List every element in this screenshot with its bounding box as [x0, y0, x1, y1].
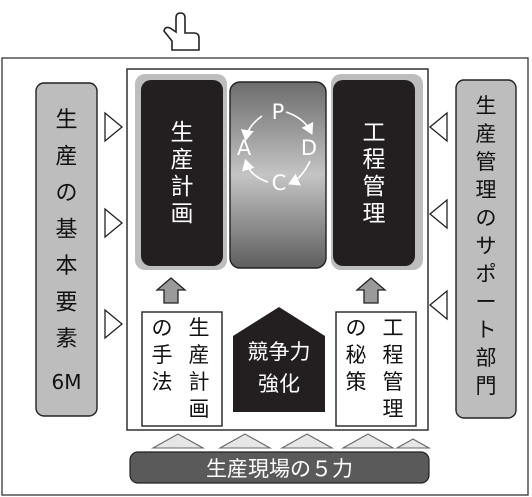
- secret-char: 理: [383, 397, 404, 421]
- pointing-hand-cursor-icon: [163, 12, 200, 51]
- method-box: [141, 311, 223, 427]
- control-char: 理: [363, 201, 386, 227]
- up-arrow-right: [355, 277, 387, 304]
- chevron-right-icon: [104, 111, 124, 143]
- secret-char: の: [346, 316, 367, 340]
- competitiveness-line1: 競争力: [248, 340, 311, 364]
- left-pillar-char: 産: [55, 145, 77, 170]
- right-pillar-char: ポ: [476, 262, 497, 286]
- planning-block: [141, 80, 223, 266]
- right-pillar-char: 生: [476, 94, 497, 118]
- right-pillar-char: 管: [476, 150, 497, 174]
- left-pillar-char: 要: [55, 291, 77, 316]
- secret-char: 工: [383, 316, 404, 340]
- cycle-arrows-icon: [241, 111, 314, 186]
- secret-char: 秘: [346, 343, 367, 367]
- right-pillar-char: サ: [476, 234, 497, 258]
- chevron-right-icon: [104, 207, 124, 239]
- left-inflow-arrows: [104, 111, 124, 340]
- secret-char: 管: [383, 370, 404, 394]
- right-pillar-char: 門: [476, 374, 497, 398]
- right-pillar-char: の: [476, 206, 497, 230]
- competitiveness-line2: 強化: [258, 372, 300, 396]
- pdca-letter-p: P: [272, 100, 285, 124]
- secret-char: 策: [346, 370, 367, 394]
- chevron-up-icon: [394, 438, 432, 449]
- right-pillar-char: ト: [476, 318, 497, 342]
- pdca-letter-a: A: [237, 136, 252, 160]
- left-pillar-char: の: [55, 181, 77, 206]
- chevron-up-icon: [279, 433, 335, 449]
- control-block: [333, 80, 415, 266]
- right-pillar-char: 産: [476, 122, 497, 146]
- secret-char: 程: [383, 343, 404, 367]
- chevron-right-icon: [104, 308, 124, 340]
- pdca-letter-c: C: [272, 171, 287, 195]
- chevron-left-icon: [428, 198, 448, 230]
- right-pillar-char: 理: [476, 178, 497, 202]
- control-char: 工: [363, 120, 386, 146]
- left-pillar-char: 本: [55, 254, 77, 279]
- chevron-left-icon: [428, 111, 448, 143]
- right-pillar-char: ー: [476, 290, 497, 314]
- planning-char: 画: [171, 201, 194, 227]
- method-char: 産: [189, 343, 210, 367]
- right-pillar-char: 部: [476, 346, 497, 370]
- right-pillar: [455, 79, 517, 419]
- chevron-left-icon: [428, 289, 448, 321]
- left-pillar-char: 基: [55, 218, 77, 243]
- planning-char: 計: [171, 174, 194, 200]
- left-pillar-char: 生: [55, 108, 77, 133]
- chevron-up-icon: [150, 433, 206, 449]
- left-pillar: [35, 82, 98, 417]
- base-bar-label: 生産現場の５力: [206, 457, 353, 481]
- method-char: 計: [189, 370, 210, 394]
- planning-char: 生: [171, 120, 194, 146]
- base-chevrons: [150, 433, 432, 449]
- left-pillar-last-line: 6M: [52, 370, 82, 394]
- method-char: の: [152, 316, 173, 340]
- method-char: 手: [152, 343, 173, 367]
- chevron-up-icon: [340, 433, 396, 449]
- base-bar: [129, 451, 430, 484]
- chevron-up-icon: [217, 433, 273, 449]
- method-char: 画: [189, 397, 210, 421]
- right-inflow-arrows: [428, 111, 448, 321]
- pdca-letter-d: D: [301, 136, 317, 160]
- secret-box: [335, 311, 417, 427]
- up-arrow-left: [155, 277, 187, 304]
- control-char: 程: [363, 147, 386, 173]
- left-pillar-char: 素: [55, 327, 77, 352]
- method-char: 法: [152, 370, 173, 394]
- competitiveness-shape: [233, 307, 325, 412]
- control-char: 管: [363, 174, 386, 200]
- method-char: 生: [189, 316, 210, 340]
- planning-char: 産: [171, 147, 194, 173]
